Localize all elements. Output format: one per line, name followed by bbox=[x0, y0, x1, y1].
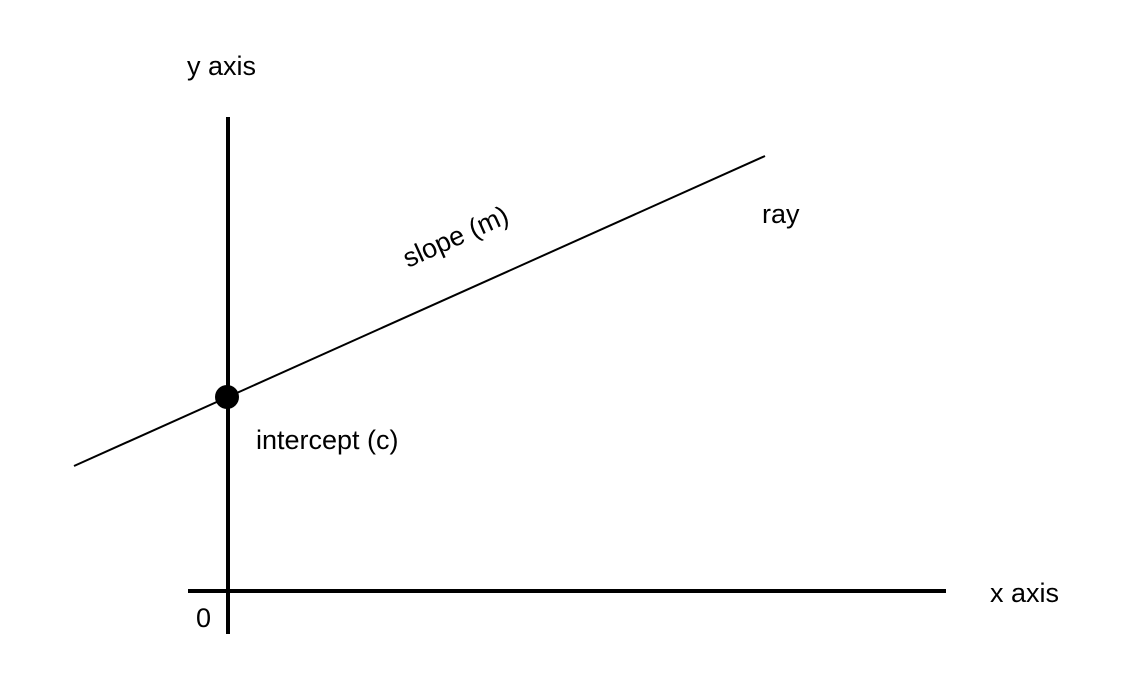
slope-label: slope (m) bbox=[398, 200, 513, 273]
intercept-point bbox=[215, 385, 239, 409]
ray-label: ray bbox=[762, 199, 800, 229]
y-axis-label: y axis bbox=[187, 51, 256, 81]
x-axis-label: x axis bbox=[990, 578, 1059, 608]
origin-label: 0 bbox=[196, 603, 211, 633]
intercept-label: intercept (c) bbox=[256, 425, 399, 455]
ray-line bbox=[73, 155, 766, 467]
